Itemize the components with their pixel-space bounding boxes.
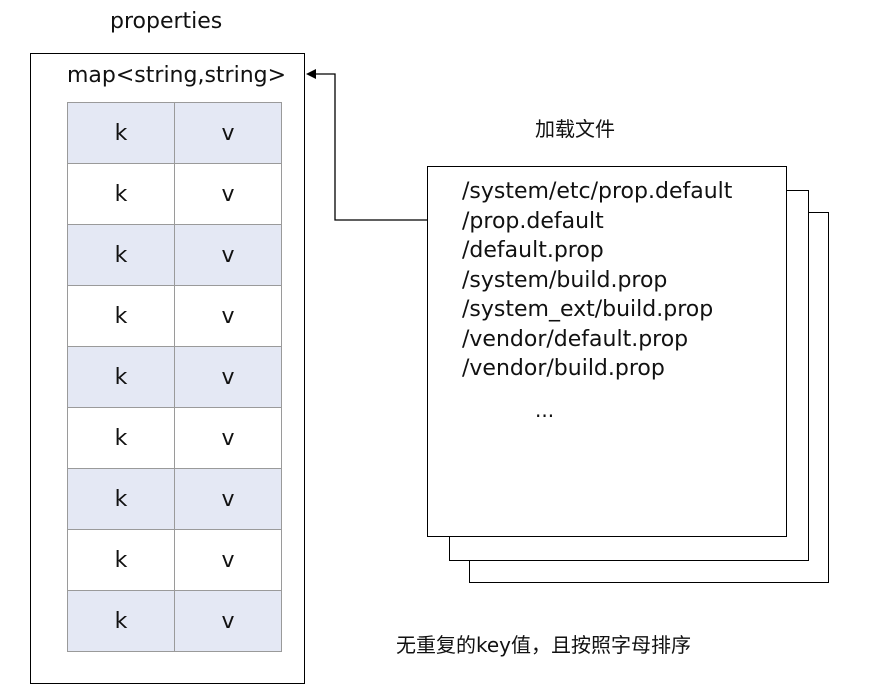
arrow-line (315, 73, 427, 221)
value-cell: v (174, 529, 282, 591)
key-cell: k (67, 407, 175, 469)
list-item: /default.prop (462, 238, 604, 263)
list-item: /prop.default (462, 208, 604, 234)
arrowhead-icon (306, 69, 316, 79)
key-cell: k (67, 163, 175, 225)
table-row: k v (67, 468, 282, 530)
list-item: /system_ext/build.prop (462, 297, 714, 322)
key-cell: k (67, 224, 175, 286)
list-item: /vendor/build.prop (462, 356, 665, 381)
key-cell: k (67, 468, 175, 530)
list-item: /system/etc/prop.default (462, 179, 733, 204)
key-value-table: k v k v k v k v k v k v k v k v (67, 102, 282, 652)
value-cell: v (174, 468, 282, 530)
more-files-ellipsis: ... (535, 398, 555, 422)
table-row: k v (67, 102, 282, 164)
key-cell: k (67, 346, 175, 408)
key-cell: k (67, 529, 175, 591)
value-cell: v (174, 590, 282, 652)
map-type-label: map<string,string> (67, 63, 287, 88)
caption: 无重复的key值，且按照字母排序 (396, 633, 692, 657)
value-cell: v (174, 102, 282, 164)
file-list: /system/etc/prop.default /prop.default /… (462, 177, 732, 384)
value-cell: v (174, 285, 282, 347)
table-row: k v (67, 590, 282, 652)
table-row: k v (67, 224, 282, 286)
table-row: k v (67, 163, 282, 225)
list-item: /vendor/default.prop (462, 326, 689, 352)
value-cell: v (174, 346, 282, 408)
table-row: k v (67, 529, 282, 591)
value-cell: v (174, 407, 282, 469)
table-row: k v (67, 285, 282, 347)
properties-title: properties (110, 9, 223, 34)
table-row: k v (67, 346, 282, 408)
load-files-label: 加载文件 (535, 117, 615, 141)
key-cell: k (67, 102, 175, 164)
file-card-front: /system/etc/prop.default /prop.default /… (427, 166, 787, 537)
key-cell: k (67, 285, 175, 347)
value-cell: v (174, 163, 282, 225)
table-row: k v (67, 407, 282, 469)
key-cell: k (67, 590, 175, 652)
list-item: /system/build.prop (462, 267, 668, 293)
value-cell: v (174, 224, 282, 286)
